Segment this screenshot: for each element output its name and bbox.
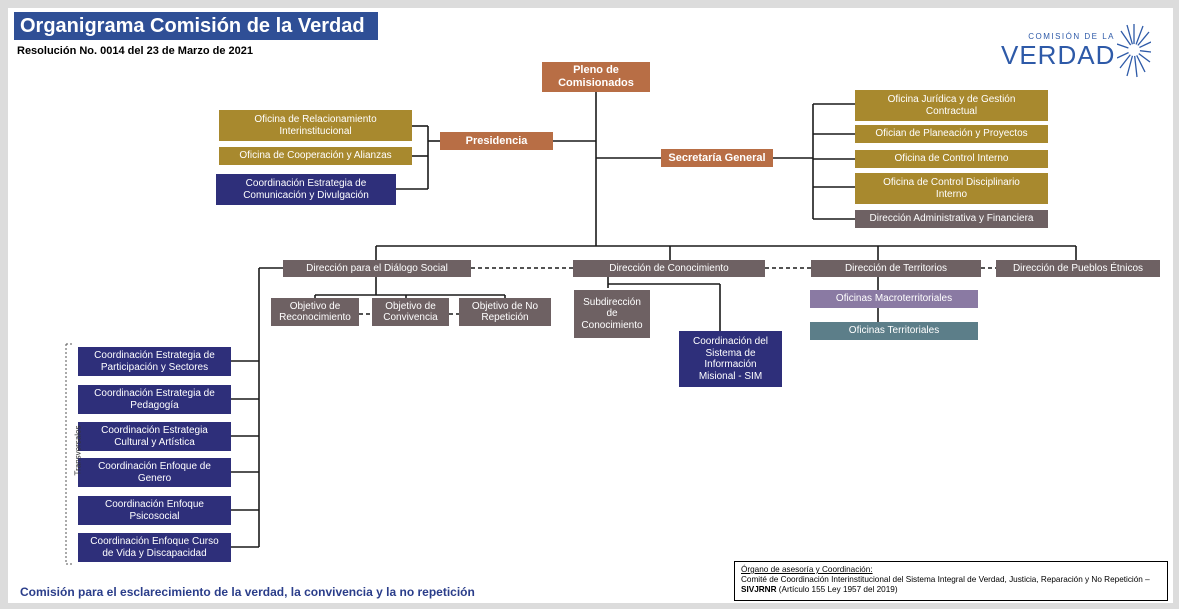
node-coord-psicosocial[interactable]: Coordinación Enfoque Psicosocial: [78, 496, 231, 525]
note-tail: (Artículo 155 Ley 1957 del 2019): [776, 584, 898, 594]
node-coord-comunicacion[interactable]: Coordinación Estrategia de Comunicación …: [216, 174, 396, 205]
node-oficina-planeacion[interactable]: Ofician de Planeación y Proyectos: [855, 125, 1048, 143]
note-title: Órgano de asesoría y Coordinación:: [741, 565, 873, 574]
advisory-note: Órgano de asesoría y Coordinación: Comit…: [734, 561, 1168, 601]
node-oficina-control-interno[interactable]: Oficina de Control Interno: [855, 150, 1048, 168]
node-oficina-juridica[interactable]: Oficina Jurídica y de Gestión Contractua…: [855, 90, 1048, 121]
note-bold: SIVJRNR: [741, 584, 777, 594]
node-subdireccion-conocimiento[interactable]: Subdirección de Conocimiento: [574, 290, 650, 338]
logo-line-1: COMISIÓN DE LA: [1028, 32, 1115, 41]
logo-line-2: VERDAD: [1001, 40, 1116, 70]
sunburst-icon: [1117, 24, 1151, 78]
node-oficina-control-disciplinario[interactable]: Oficina de Control Disciplinario Interno: [855, 173, 1048, 204]
node-coord-sim[interactable]: Coordinación del Sistema de Información …: [679, 331, 782, 387]
node-oficinas-macroterritoriales[interactable]: Oficinas Macroterritoriales: [810, 290, 978, 308]
node-presidencia[interactable]: Presidencia: [440, 132, 553, 150]
node-direccion-pueblos-etnicos[interactable]: Dirección de Pueblos Étnicos: [996, 260, 1160, 277]
node-direccion-dialogo-social[interactable]: Dirección para el Diálogo Social: [283, 260, 471, 277]
resolution-subtitle: Resolución No. 0014 del 23 de Marzo de 2…: [17, 45, 253, 57]
node-coord-cultural[interactable]: Coordinación Estrategia Cultural y Artís…: [78, 422, 231, 451]
node-coord-genero[interactable]: Coordinación Enfoque de Genero: [78, 458, 231, 487]
node-direccion-conocimiento[interactable]: Dirección de Conocimiento: [573, 260, 765, 277]
node-oficina-relacionamiento[interactable]: Oficina de Relacionamiento Interinstituc…: [219, 110, 412, 141]
node-objetivo-no-repeticion[interactable]: Objetivo de No Repetición: [459, 298, 551, 326]
node-objetivo-convivencia[interactable]: Objetivo de Convivencia: [372, 298, 449, 326]
page-title: Organigrama Comisión de la Verdad: [14, 12, 378, 40]
node-coord-participacion[interactable]: Coordinación Estrategia de Participación…: [78, 347, 231, 376]
transversales-label: Transversales: [73, 425, 83, 476]
node-oficina-cooperacion[interactable]: Oficina de Cooperación y Alianzas: [219, 147, 412, 165]
note-body: Comité de Coordinación Interinstituciona…: [741, 574, 1150, 584]
node-direccion-administrativa[interactable]: Dirección Administrativa y Financiera: [855, 210, 1048, 228]
comision-verdad-logo: COMISIÓN DE LA VERDAD: [1001, 18, 1151, 80]
node-coord-pedagogia[interactable]: Coordinación Estrategia de Pedagogía: [78, 385, 231, 414]
node-secretaria-general[interactable]: Secretaría General: [661, 149, 773, 167]
node-direccion-territorios[interactable]: Dirección de Territorios: [811, 260, 981, 277]
footer-mission: Comisión para el esclarecimiento de la v…: [20, 585, 475, 599]
node-objetivo-reconocimiento[interactable]: Objetivo de Reconocimiento: [271, 298, 359, 326]
connector-lines: [65, 92, 1077, 565]
node-pleno-comisionados[interactable]: Pleno de Comisionados: [542, 62, 650, 92]
node-coord-curso-vida[interactable]: Coordinación Enfoque Curso de Vida y Dis…: [78, 533, 231, 562]
org-chart-page: Organigrama Comisión de la Verdad Resolu…: [8, 8, 1173, 603]
node-oficinas-territoriales[interactable]: Oficinas Territoriales: [810, 322, 978, 340]
